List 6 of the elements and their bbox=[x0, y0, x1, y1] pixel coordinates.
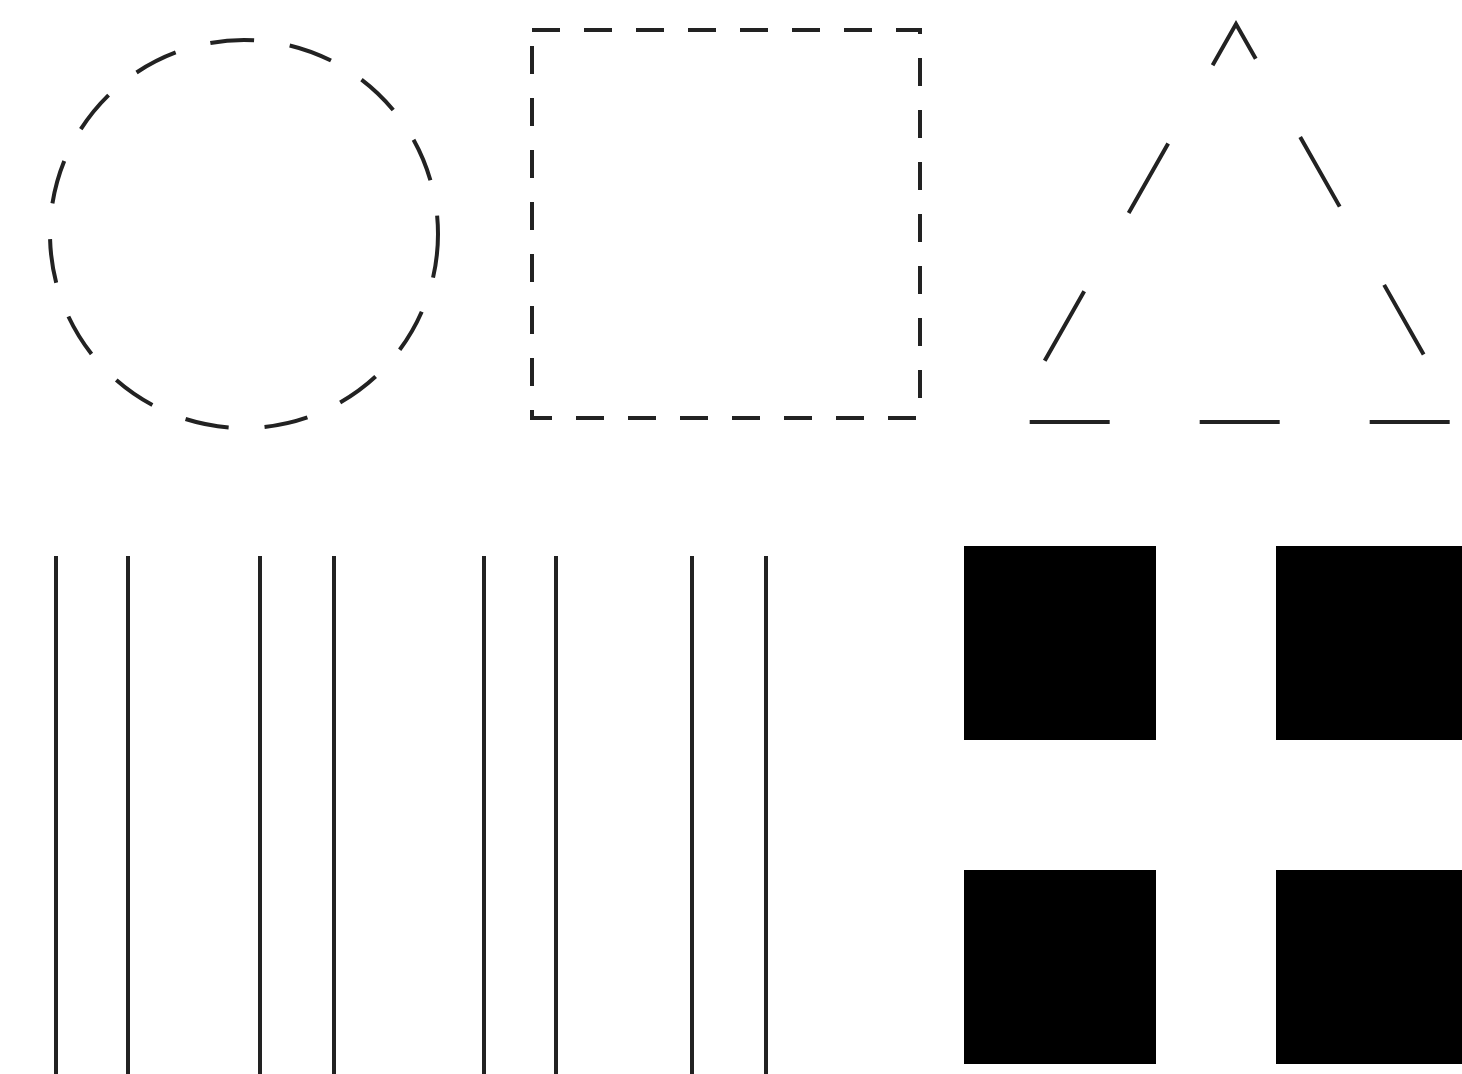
filled-square bbox=[964, 546, 1156, 740]
filled-square bbox=[1276, 870, 1462, 1064]
filled-square bbox=[964, 870, 1156, 1064]
dashed-circle bbox=[48, 38, 440, 430]
filled-square bbox=[1276, 546, 1462, 740]
dashed-square bbox=[530, 28, 922, 420]
